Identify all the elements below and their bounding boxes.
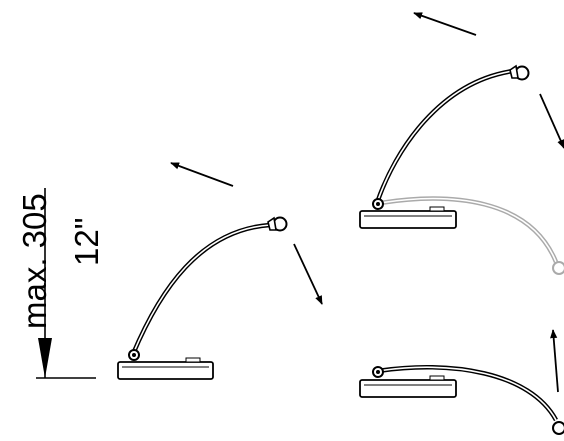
lamp-bottom [359,365,564,435]
lamp-top-arrow-down-icon [539,93,564,149]
lamp-top-base [359,210,457,229]
lamp-left-arm-inner [132,224,271,355]
lamp-bottom-arm-inner [377,366,557,421]
lamp-top-arrow-up-icon [413,12,477,36]
lamp-top-ghost-head-icon [552,261,564,275]
lamp-left [117,216,288,380]
lamp-top-ghost-arm [379,196,559,263]
lamp-left-arrow-down-icon [293,243,323,305]
dimension-marker [36,188,96,379]
lamp-top-arm-outer [374,68,514,204]
lamp-bottom-arrow-up-icon [550,329,559,393]
lamp-left-switch [185,357,201,363]
dimension-arrow-icon [38,338,52,378]
lamp-left-arrow-up-icon [170,162,234,187]
lamp-top [359,64,564,275]
dimension-inch-label: 12" [68,217,105,266]
dimension-max-label: max. 305 [16,193,53,329]
lamp-top-arm-inner [376,70,514,204]
lamp-left-base [117,361,214,380]
lamp-bottom-base [359,379,457,398]
lamp-bottom-lamp-head-icon [552,421,564,435]
lamp-left-arm-outer [130,222,271,355]
